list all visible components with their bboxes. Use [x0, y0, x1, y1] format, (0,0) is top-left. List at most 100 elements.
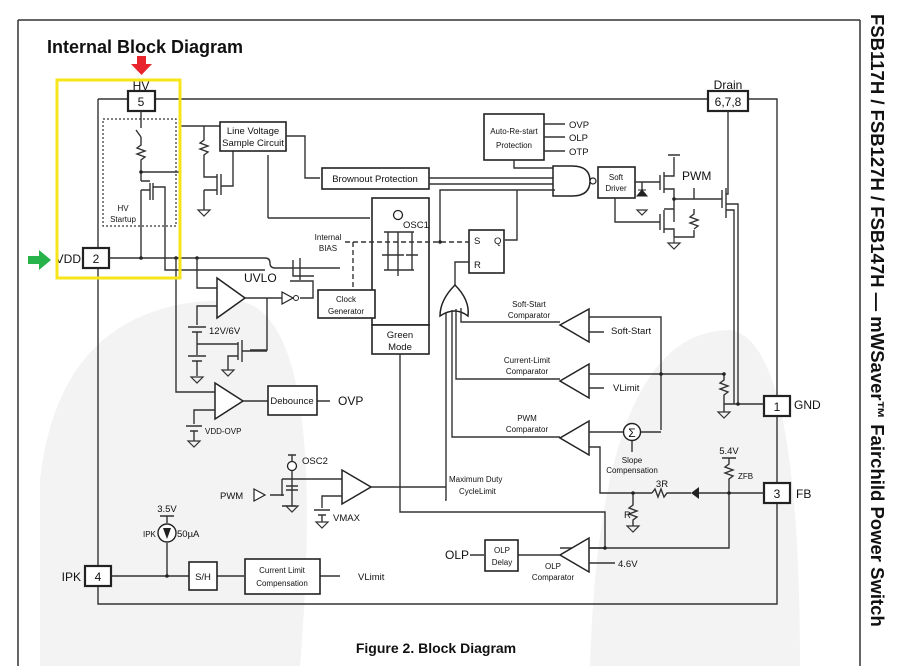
debounce-block — [267, 385, 318, 416]
v54-label: 5.4V — [719, 446, 739, 457]
max-duty-label-2: CycleLimit — [459, 487, 497, 496]
ff-wires — [439, 189, 517, 288]
olp-comparator — [558, 536, 590, 574]
brownout-to-nand — [429, 177, 555, 185]
soft-driver — [597, 166, 636, 199]
3r-resistor — [651, 487, 670, 499]
current-limit-compensation — [244, 558, 321, 595]
uvlo-wires — [196, 258, 314, 351]
pwm-comparator — [558, 419, 590, 457]
osc2-label: OSC2 — [302, 456, 328, 467]
50ua-label: 50µA — [177, 529, 200, 540]
junction-dot — [736, 402, 740, 406]
ovp-wires — [175, 258, 330, 424]
ground-icon — [196, 209, 212, 217]
uvlo-ref-label: 12V/6V — [209, 326, 241, 337]
ipk-wires — [111, 515, 340, 577]
green-arrow-icon — [28, 250, 51, 270]
uvlo-comparator — [216, 276, 247, 320]
pin-1-gnd[interactable] — [762, 394, 792, 418]
auto-restart-label-2: Protection — [496, 141, 532, 150]
pin-fb-label: FB — [796, 487, 811, 501]
junction-dot — [165, 574, 169, 578]
vlimit-output-label: VLimit — [358, 572, 385, 583]
slope-comp-label-2: Compensation — [606, 466, 658, 475]
junction-dot — [722, 372, 726, 376]
vmax-label: VMAX — [333, 513, 361, 524]
auto-restart-label-1: Auto-Re-start — [490, 127, 538, 136]
vmax-reference — [314, 509, 330, 522]
hv-startup-label-2: Startup — [110, 215, 136, 224]
junction-dot — [139, 170, 143, 174]
watermark-shape — [590, 330, 800, 666]
vdd-ovp-label: VDD-OVP — [205, 427, 241, 436]
olp-comp-label-1: OLP — [545, 562, 561, 571]
summing-node — [622, 422, 642, 442]
sr-flipflop — [468, 229, 505, 274]
ground-icon — [635, 209, 649, 216]
ground-icon — [284, 505, 300, 513]
junction-dot — [603, 546, 607, 550]
max-duty-comparator — [341, 468, 373, 506]
vdd-ovp-reference — [186, 425, 202, 441]
uvlo-reference — [188, 326, 267, 376]
hv-startup-label-1: HV — [117, 204, 129, 213]
osc2-current-source-icon — [286, 460, 298, 472]
max-duty-wires — [321, 486, 446, 508]
inverter-icon — [253, 487, 267, 503]
soft-driver-label-2: Driver — [605, 184, 627, 193]
olp-output-label: OLP — [445, 548, 469, 562]
figure-caption: Figure 2. Block Diagram — [356, 640, 516, 656]
uvlo-label: UVLO — [244, 271, 277, 285]
olp-input-label: OLP — [569, 133, 588, 144]
zfb-label: ZFB — [738, 472, 753, 481]
r-label: R — [624, 510, 631, 521]
pwm-comparator-wires — [589, 431, 764, 494]
olp-delay-block — [484, 539, 519, 572]
soft-start-comp-label-2: Comparator — [508, 311, 551, 320]
olp-delay-label-2: Delay — [492, 558, 512, 567]
side-title: FSB117H / FSB127H / FSB147H — mWSaver™ F… — [867, 14, 888, 627]
pwm-gate-label: PWM — [682, 169, 711, 183]
current-limit-wires — [589, 373, 764, 412]
ground-icon — [189, 369, 236, 384]
olp-delay-label-1: OLP — [494, 546, 510, 555]
max-duty-label-1: Maximum Duty — [449, 475, 502, 484]
sample-hold-block — [188, 561, 218, 591]
or-gate-inputs — [445, 308, 560, 501]
soft-start-comp-label-1: Soft-Start — [512, 300, 547, 309]
current-source-icon — [392, 209, 404, 221]
brownout-label: Brownout Protection — [332, 174, 418, 185]
hv-startup-region — [102, 118, 177, 227]
junction-dot — [727, 491, 731, 495]
olp-comp-label-2: Comparator — [532, 573, 575, 582]
clock-generator-label-2: Generator — [328, 307, 364, 316]
pwm-comp-label-1: PWM — [517, 414, 537, 423]
power-mosfet — [721, 111, 739, 404]
green-mode-wire — [399, 354, 606, 548]
sigma-symbol: Σ — [628, 426, 635, 440]
pin-1-number: 1 — [774, 400, 781, 414]
ovp-output-label: OVP — [338, 394, 363, 408]
clock-generator — [317, 289, 376, 319]
junction-dot — [672, 197, 676, 201]
ff-q-label: Q — [494, 236, 501, 247]
r-resistor — [627, 493, 639, 526]
junction-dot — [631, 491, 635, 495]
ground-icon — [716, 411, 732, 419]
pwm-input-label: PWM — [220, 491, 243, 502]
green-mode-label-2: Mode — [388, 342, 412, 353]
internal-bias-label-2: BIAS — [319, 244, 337, 253]
hv-startup-circuit — [135, 111, 265, 271]
inverter-icon — [281, 290, 295, 306]
ground-icon — [186, 440, 202, 448]
junction-dot — [438, 240, 442, 244]
internal-bias-label-1: Internal — [315, 233, 342, 242]
soft-start-label: Soft-Start — [611, 326, 651, 337]
current-arrow-icon — [163, 528, 171, 539]
otp-input-label: OTP — [569, 147, 589, 158]
pin-vdd-label: VDD — [56, 252, 82, 266]
pin-ipk-label: IPK — [62, 570, 81, 584]
